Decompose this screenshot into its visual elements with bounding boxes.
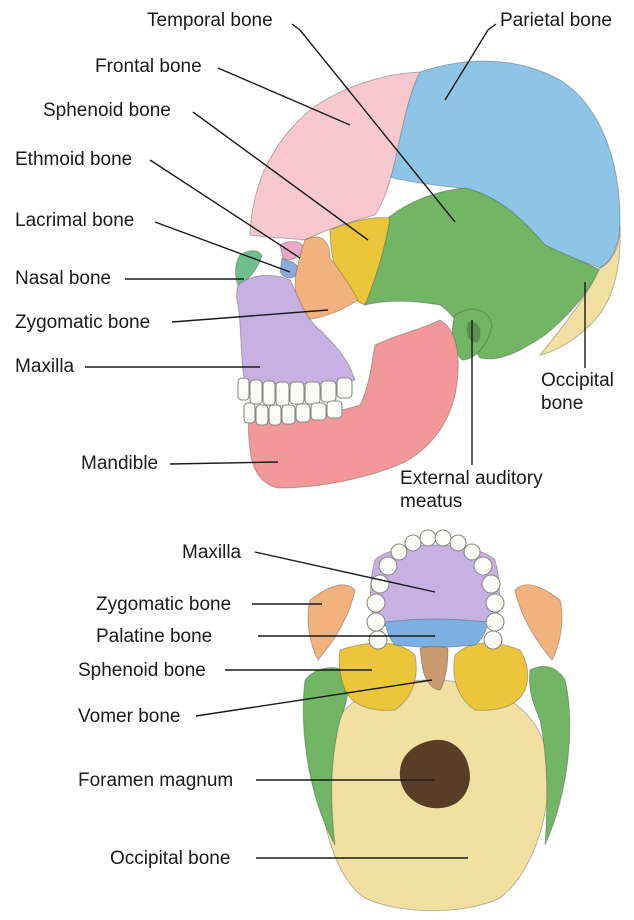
label-parietal-bone: Parietal bone (500, 10, 612, 31)
label-inferior-vomer-bone: Vomer bone (78, 706, 180, 727)
skull-inferior-view (303, 530, 570, 911)
label-lacrimal-bone: Lacrimal bone (15, 210, 134, 231)
label-inferior-zygomatic-bone: Zygomatic bone (96, 594, 231, 615)
label-external-auditory-line2: meatus (400, 491, 462, 512)
label-occipital-bone-line1: Occipital (541, 370, 614, 391)
label-ethmoid-bone: Ethmoid bone (15, 149, 132, 170)
label-maxilla: Maxilla (15, 356, 74, 377)
label-mandible: Mandible (81, 453, 158, 474)
label-external-auditory-line1: External auditory (400, 468, 543, 489)
label-occipital-bone-line2: bone (541, 393, 583, 414)
label-sphenoid-bone: Sphenoid bone (43, 100, 171, 121)
label-inferior-foramen-magnum: Foramen magnum (78, 770, 233, 791)
skull-lateral-view (236, 61, 621, 488)
label-frontal-bone: Frontal bone (95, 56, 202, 77)
label-nasal-bone: Nasal bone (15, 268, 111, 289)
inferior-palatine-shape (385, 619, 488, 647)
label-zygomatic-bone: Zygomatic bone (15, 312, 150, 333)
label-inferior-sphenoid-bone: Sphenoid bone (78, 660, 206, 681)
label-inferior-maxilla: Maxilla (182, 542, 241, 563)
inferior-sphenoid-shape (339, 643, 416, 710)
label-inferior-occipital-bone: Occipital bone (110, 848, 230, 869)
label-temporal-bone: Temporal bone (147, 10, 273, 31)
label-inferior-palatine-bone: Palatine bone (96, 626, 212, 647)
